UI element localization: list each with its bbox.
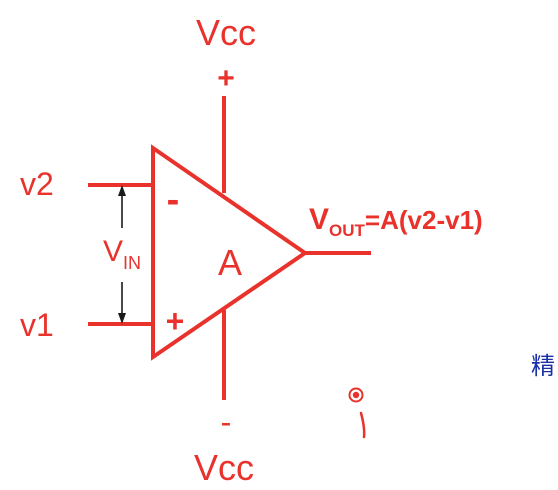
vin-label: VIN — [103, 235, 141, 273]
minus-supply-sign: - — [221, 404, 232, 440]
inverting-input-sign: - — [167, 179, 180, 221]
gain-label: A — [218, 242, 242, 283]
input-v1-label: v1 — [20, 307, 54, 343]
plus-supply-sign: + — [217, 62, 235, 95]
side-text-fragment: 精 — [531, 352, 555, 380]
vcc-top-label: Vcc — [196, 12, 256, 53]
vout-label: VOUT=A(v2-v1) — [309, 203, 483, 240]
vcc-bottom-label: Vcc — [194, 447, 254, 488]
noninverting-input-sign: + — [166, 303, 185, 339]
op-amp-triangle — [151, 144, 309, 361]
pointer-marker — [348, 387, 366, 439]
vin-arrow — [118, 185, 126, 324]
input-v2-label: v2 — [20, 166, 54, 202]
